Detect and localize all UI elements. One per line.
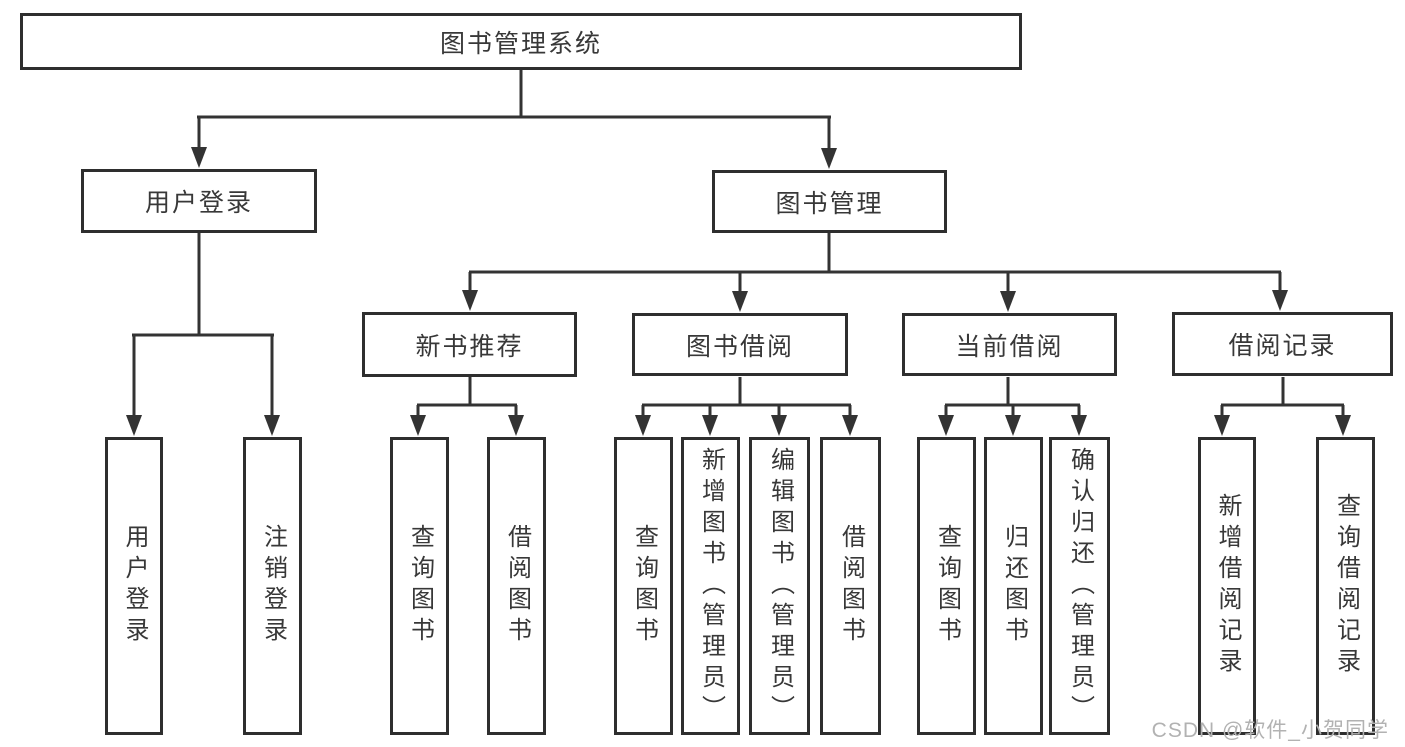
arrowhead-icon	[821, 148, 837, 169]
leaf-query-books-recommend: 查询图书	[390, 437, 449, 735]
leaf-borrow-books-borrowing: 借阅图书	[820, 437, 881, 735]
leaf-borrow-books-recommend: 借阅图书	[487, 437, 546, 735]
node-borrowing-records: 借阅记录	[1172, 312, 1393, 376]
arrowhead-icon	[462, 290, 478, 311]
arrowhead-icon	[842, 415, 858, 436]
arrowhead-icon	[508, 415, 524, 436]
leaf-add-book-admin: 新增图书（管理员）	[681, 437, 740, 735]
node-new-book-recommendation: 新书推荐	[362, 312, 577, 377]
leaf-query-books-current: 查询图书	[917, 437, 976, 735]
node-library-management-system: 图书管理系统	[20, 13, 1022, 70]
leaf-add-borrow-record: 新增借阅记录	[1198, 437, 1256, 735]
leaf-query-borrow-record: 查询借阅记录	[1316, 437, 1375, 735]
watermark: CSDN @软件_小贺同学	[1151, 719, 1389, 742]
arrowhead-icon	[1000, 291, 1016, 312]
arrowhead-icon	[938, 415, 954, 436]
leaf-return-book: 归还图书	[984, 437, 1043, 735]
node-current-borrowing: 当前借阅	[902, 313, 1117, 376]
leaf-edit-book-admin: 编辑图书（管理员）	[749, 437, 810, 735]
leaf-query-books-borrowing: 查询图书	[614, 437, 673, 735]
leaf-user-login: 用户登录	[105, 437, 163, 735]
arrowhead-icon	[732, 291, 748, 312]
arrowhead-icon	[702, 415, 718, 436]
arrowhead-icon	[264, 415, 280, 436]
node-book-borrowing: 图书借阅	[632, 313, 848, 376]
arrowhead-icon	[126, 415, 142, 436]
arrowhead-icon	[1071, 415, 1087, 436]
leaf-confirm-return-admin: 确认归还（管理员）	[1049, 437, 1110, 735]
arrowhead-icon	[1214, 415, 1230, 436]
arrowhead-icon	[191, 147, 207, 168]
arrowhead-icon	[410, 415, 426, 436]
arrowhead-icon	[1005, 415, 1021, 436]
arrowhead-icon	[635, 415, 651, 436]
arrowhead-icon	[1335, 415, 1351, 436]
leaf-logout: 注销登录	[243, 437, 302, 735]
node-book-management-branch: 图书管理	[712, 170, 947, 233]
node-user-login-branch: 用户登录	[81, 169, 317, 233]
arrowhead-icon	[771, 415, 787, 436]
arrowhead-icon	[1272, 290, 1288, 311]
